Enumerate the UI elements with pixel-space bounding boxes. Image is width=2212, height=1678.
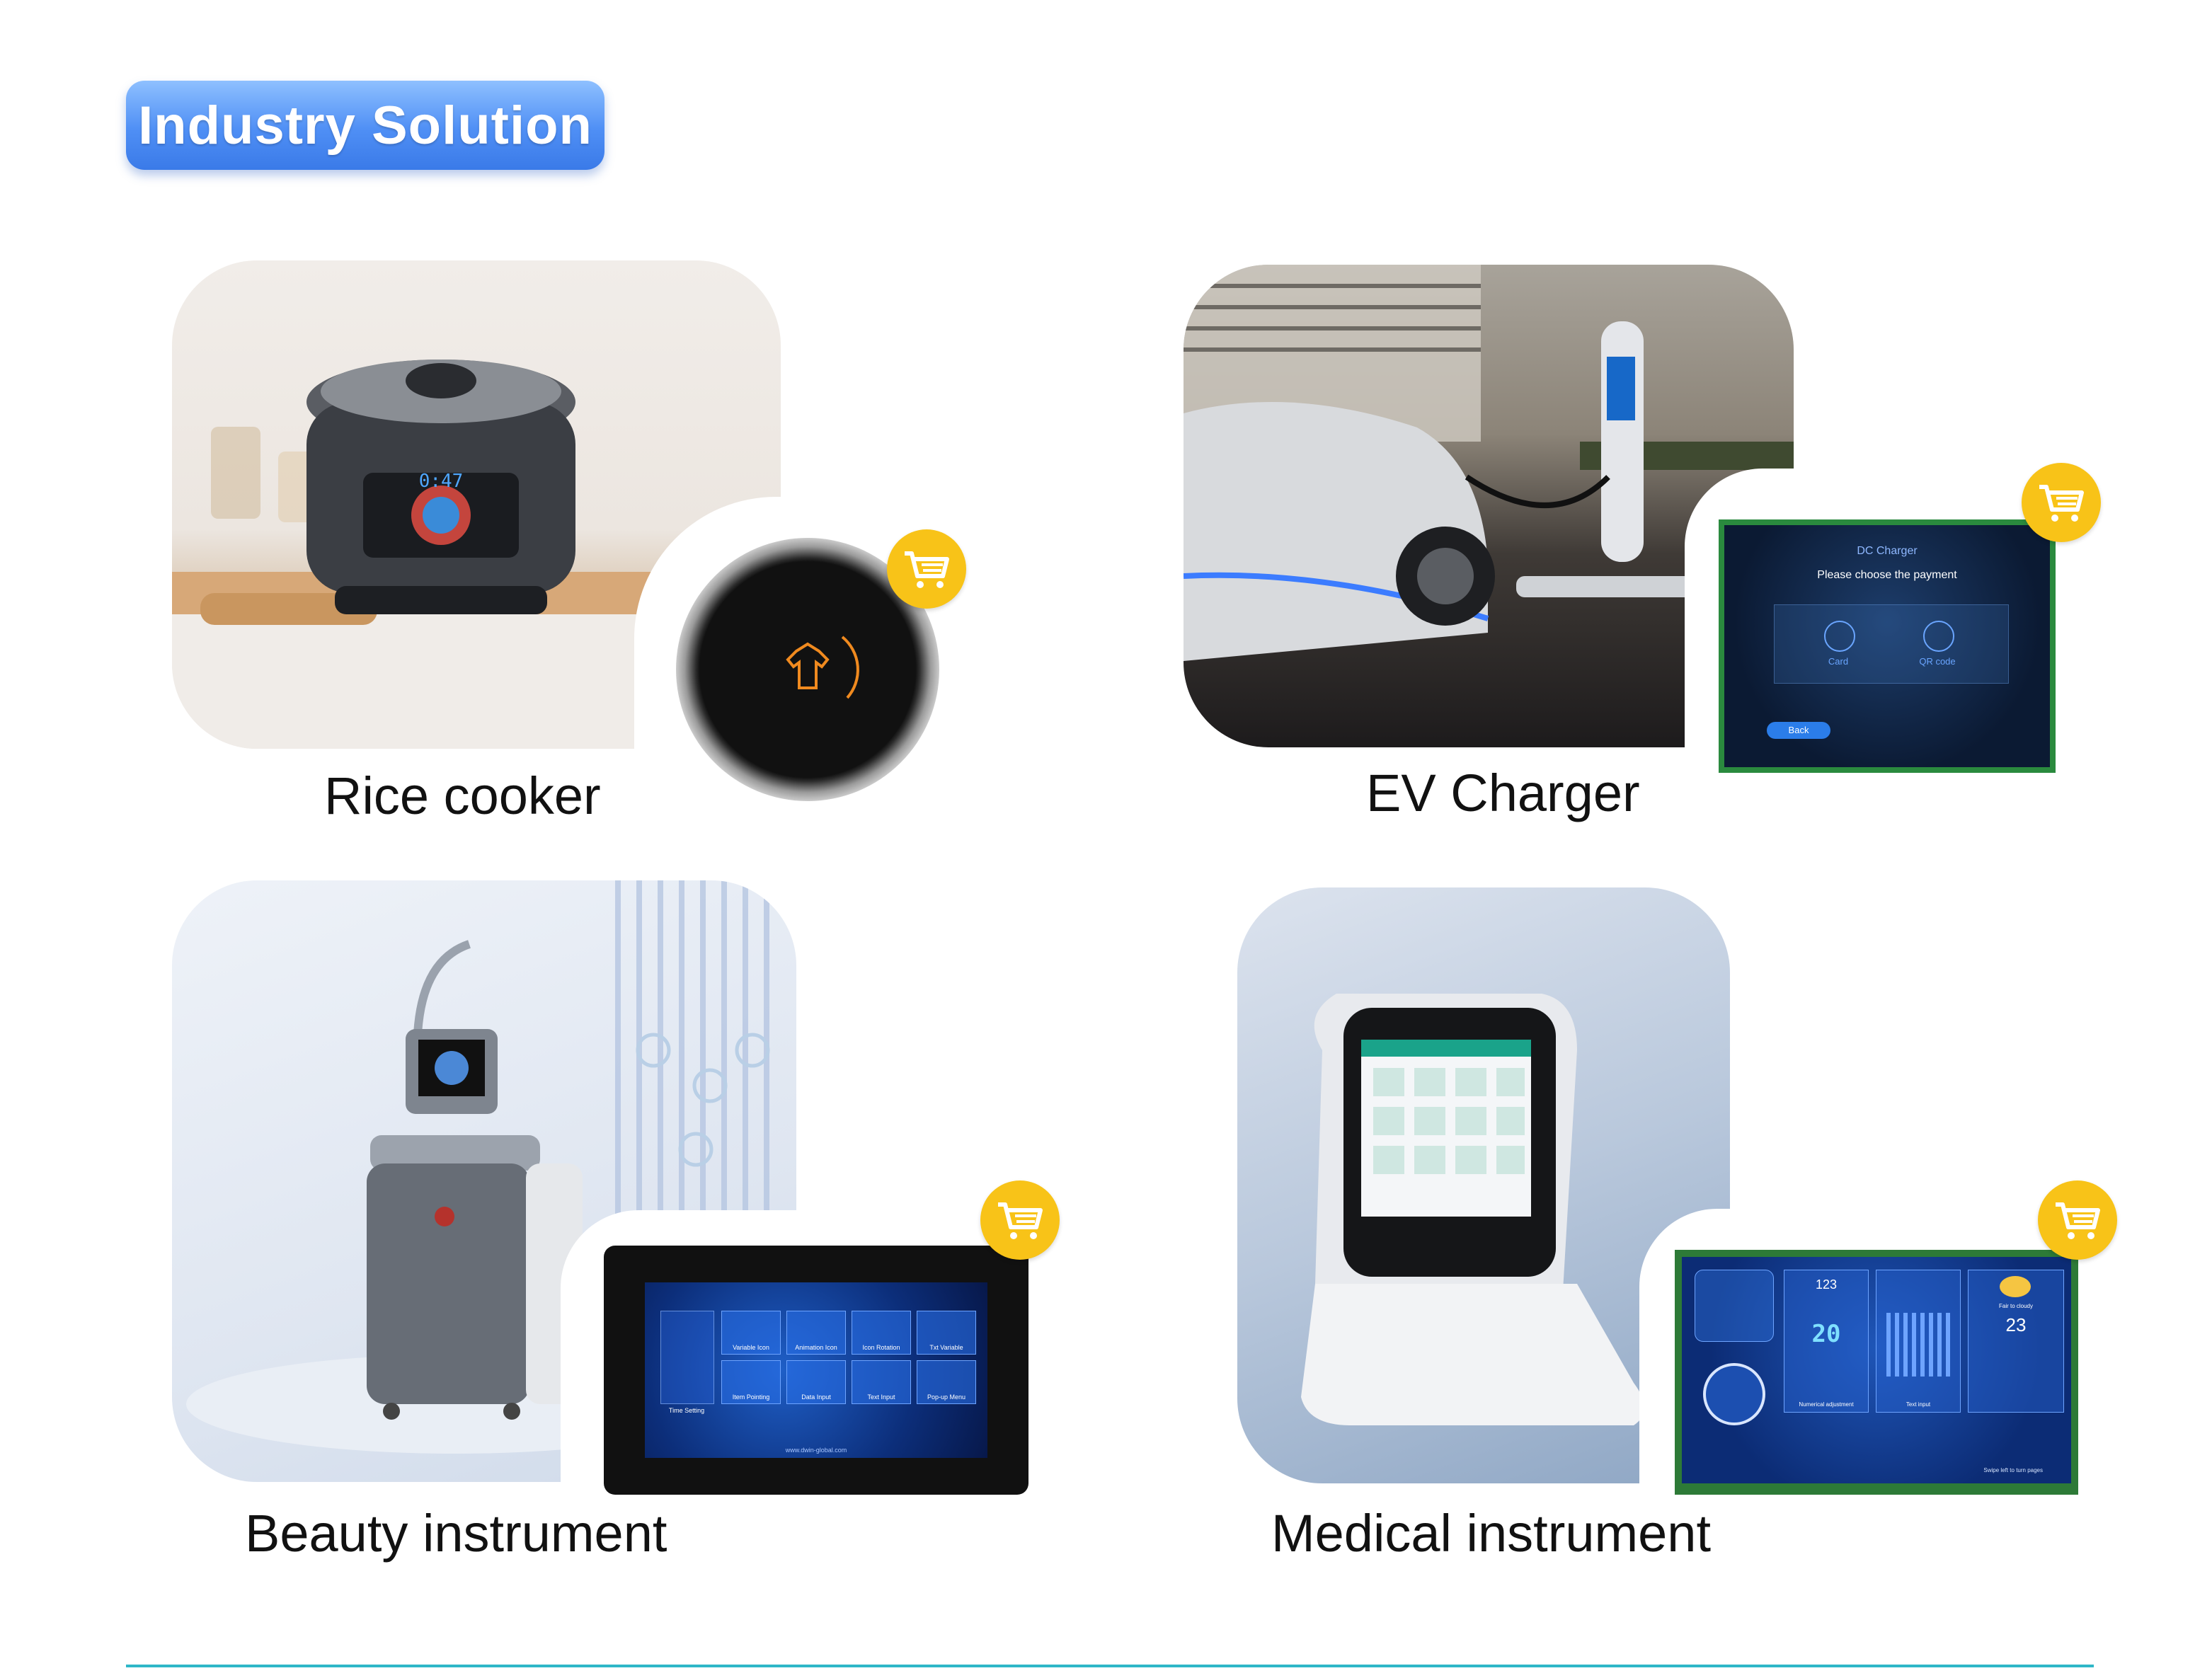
beauty-tile[interactable]: Animation Icon bbox=[786, 1311, 846, 1355]
medical-tile-value[interactable]: 20 bbox=[1811, 1320, 1841, 1348]
beauty-tile[interactable]: Txt Variable bbox=[917, 1311, 976, 1355]
caption-medical-instrument: Medical instrument bbox=[1271, 1504, 1712, 1563]
beauty-tile[interactable]: Text Input bbox=[852, 1360, 911, 1404]
qr-option-icon[interactable] bbox=[1923, 621, 1954, 652]
ev-screen-heading: DC Charger bbox=[1857, 545, 1918, 557]
beauty-tile[interactable]: Item Pointing bbox=[721, 1360, 781, 1404]
medical-screen: 123 20 Numerical adjustment Text input F… bbox=[1675, 1250, 2078, 1495]
sun-cloud-icon bbox=[2000, 1276, 2031, 1297]
beauty-tile[interactable]: Pop-up Menu bbox=[917, 1360, 976, 1404]
cart-icon[interactable] bbox=[2038, 1180, 2117, 1260]
ev-option-card[interactable]: Card bbox=[1828, 656, 1849, 667]
card-option-icon[interactable] bbox=[1824, 621, 1855, 652]
medical-temp: 23 bbox=[2005, 1314, 2027, 1335]
medical-tile-text: Text input bbox=[1906, 1401, 1931, 1408]
beauty-tile[interactable]: Variable Icon bbox=[721, 1311, 781, 1355]
caption-rice-cooker: Rice cooker bbox=[324, 766, 601, 825]
shirt-icon bbox=[786, 642, 830, 689]
page-title: Industry Solution bbox=[126, 81, 604, 170]
medical-footer[interactable]: Swipe left to turn pages bbox=[1983, 1467, 2043, 1473]
svg-text:0:47: 0:47 bbox=[419, 471, 464, 492]
cloud-icon bbox=[1695, 1270, 1774, 1342]
bottom-divider bbox=[126, 1665, 2094, 1667]
beauty-tile[interactable]: Data Input bbox=[786, 1360, 846, 1404]
medical-tile-label: Numerical adjustment bbox=[1799, 1401, 1854, 1408]
cart-icon[interactable] bbox=[887, 529, 966, 609]
ev-option-qr[interactable]: QR code bbox=[1919, 656, 1956, 667]
cart-icon[interactable] bbox=[2022, 463, 2101, 542]
ev-back-button[interactable]: Back bbox=[1767, 722, 1830, 739]
rice-cooker-photo: 0:47 bbox=[172, 260, 781, 749]
beauty-screen: Variable Icon Animation Icon Icon Rotati… bbox=[604, 1246, 1028, 1495]
beauty-url: www.dwin-global.com bbox=[785, 1447, 847, 1454]
ev-charger-screen: DC Charger Please choose the payment Car… bbox=[1719, 519, 2056, 773]
compass-icon bbox=[1703, 1363, 1765, 1425]
caption-ev-charger: EV Charger bbox=[1366, 764, 1640, 822]
ev-screen-prompt: Please choose the payment bbox=[1817, 569, 1957, 581]
keyboard-grid[interactable] bbox=[1886, 1313, 1950, 1377]
beauty-tile-time[interactable]: Time Setting bbox=[668, 1407, 705, 1414]
medical-weather: Fair to cloudy bbox=[1998, 1303, 2034, 1309]
caption-beauty-instrument: Beauty instrument bbox=[245, 1504, 667, 1563]
beauty-tile-grid: Variable Icon Animation Icon Icon Rotati… bbox=[721, 1311, 976, 1404]
medical-instrument-photo bbox=[1237, 887, 1730, 1483]
medical-tile-123: 123 bbox=[1815, 1277, 1838, 1292]
beauty-tile[interactable]: Icon Rotation bbox=[852, 1311, 911, 1355]
cart-icon[interactable] bbox=[980, 1180, 1060, 1260]
